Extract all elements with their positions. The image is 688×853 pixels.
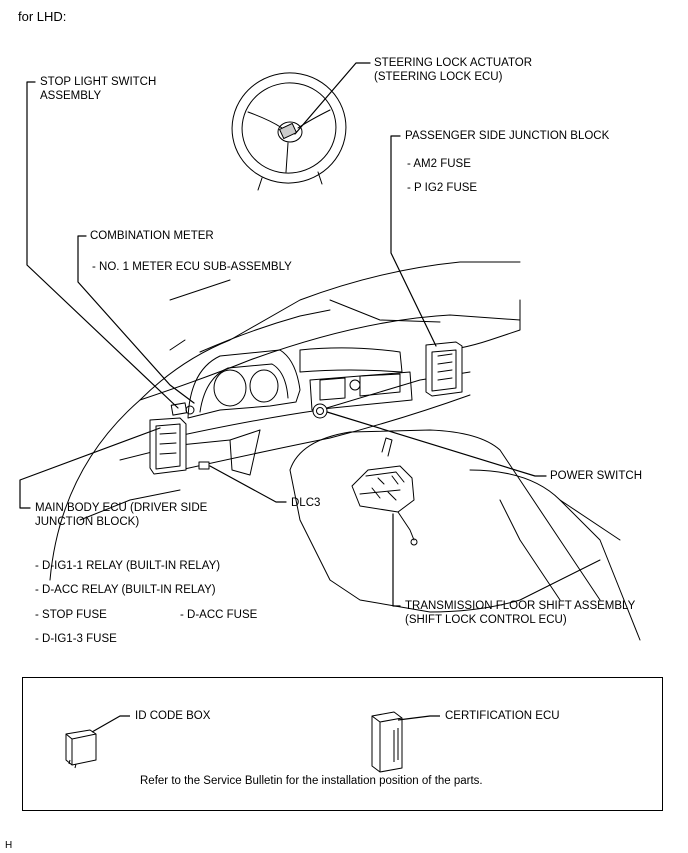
- label-dlc3: DLC3: [291, 497, 321, 509]
- dlc3-drawing: [198, 461, 210, 470]
- main-body-ecu-drawing: [149, 417, 187, 475]
- power-switch-drawing: [312, 403, 328, 419]
- label-stop-fuse: - STOP FUSE: [35, 609, 107, 621]
- label-shift-lock-ecu: (SHIFT LOCK CONTROL ECU): [405, 614, 567, 626]
- passenger-junction-block-drawing: [425, 341, 463, 397]
- label-combination-meter: COMBINATION METER: [90, 230, 214, 242]
- label-am2-fuse: - AM2 FUSE: [407, 158, 471, 170]
- label-dacc-fuse: - D-ACC FUSE: [180, 609, 258, 621]
- label-stop-light-assembly: ASSEMBLY: [40, 90, 102, 102]
- label-pig2-fuse: - P IG2 FUSE: [407, 182, 478, 194]
- label-meter-ecu: - NO. 1 METER ECU SUB-ASSEMBLY: [92, 261, 292, 273]
- label-passenger-junction-block: PASSENGER SIDE JUNCTION BLOCK: [405, 130, 610, 142]
- label-stop-light-switch: STOP LIGHT SWITCH: [40, 76, 157, 88]
- id-code-box-drawing: [65, 729, 97, 769]
- label-steering-lock-actuator: STEERING LOCK ACTUATOR: [374, 57, 533, 69]
- note-box: [22, 677, 663, 811]
- label-driver-junction-block: JUNCTION BLOCK): [35, 516, 140, 528]
- label-transmission-floor-shift: TRANSMISSION FLOOR SHIFT ASSEMBLY: [405, 600, 636, 612]
- certification-ecu-drawing: [371, 711, 403, 773]
- label-certification-ecu: CERTIFICATION ECU: [445, 710, 560, 722]
- dashboard-drawing: [49, 261, 641, 641]
- label-power-switch: POWER SWITCH: [550, 470, 642, 482]
- steering-wheel-drawing: [231, 72, 347, 191]
- leader-lines: [19, 62, 547, 607]
- label-steering-lock-ecu: (STEERING LOCK ECU): [374, 71, 503, 83]
- shift-lever-drawing: [351, 437, 418, 546]
- label-dig1-relay: - D-IG1-1 RELAY (BUILT-IN RELAY): [35, 560, 221, 572]
- label-dacc-relay: - D-ACC RELAY (BUILT-IN RELAY): [35, 584, 216, 596]
- label-main-body-ecu: MAIN BODY ECU (DRIVER SIDE: [35, 502, 208, 514]
- note-text: Refer to the Service Bulletin for the in…: [140, 775, 483, 787]
- label-id-code-box: ID CODE BOX: [135, 710, 211, 722]
- figure-code: H: [5, 840, 13, 851]
- page-title: for LHD:: [18, 9, 67, 24]
- label-dig13-fuse: - D-IG1-3 FUSE: [35, 633, 117, 645]
